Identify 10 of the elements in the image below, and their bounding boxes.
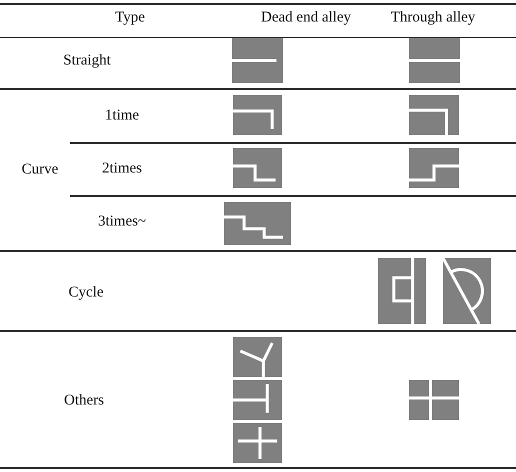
- row-subheader: 2times: [102, 160, 142, 178]
- column-header: Type: [115, 10, 145, 26]
- column-header: Through alley: [390, 10, 476, 26]
- row-subheader: 1time: [104, 108, 140, 124]
- column-header: Dead end alley: [261, 10, 351, 26]
- row-subheader: 3times~: [98, 214, 146, 230]
- row-header: Curve: [22, 162, 58, 178]
- row-header: Cycle: [68, 284, 104, 302]
- row-header: Straight: [63, 52, 111, 70]
- row-header: Others: [64, 392, 104, 410]
